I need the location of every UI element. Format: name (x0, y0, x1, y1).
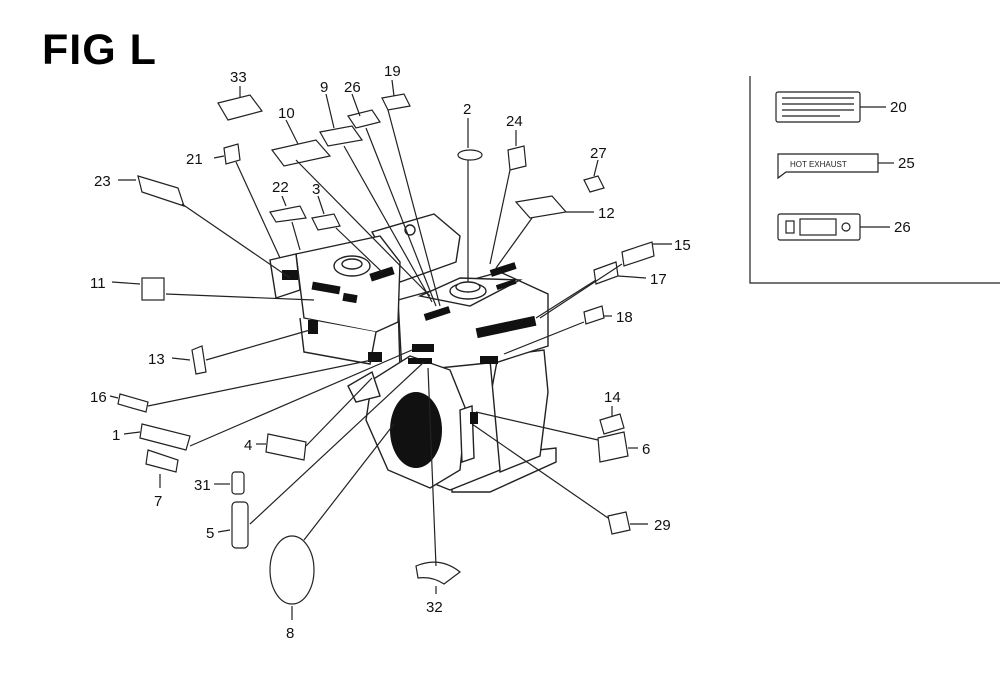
callout-26: 26 (894, 219, 911, 236)
label-15[interactable] (621, 241, 655, 267)
label-26-switch-plate[interactable] (777, 213, 890, 241)
callout-23: 23 (94, 173, 111, 190)
callout-29: 29 (654, 517, 671, 534)
label-29[interactable] (607, 511, 631, 535)
callout-31: 31 (194, 477, 211, 494)
callout-32: 32 (426, 599, 443, 616)
callout-25: 25 (898, 155, 915, 172)
callout-3: 3 (312, 181, 320, 198)
label-13[interactable] (191, 345, 207, 375)
callout-28: 27 (590, 145, 607, 162)
label-24[interactable] (507, 145, 527, 171)
callout-14: 14 (604, 389, 621, 406)
label-10[interactable] (270, 139, 332, 167)
callout-13: 13 (148, 351, 165, 368)
label-23[interactable] (137, 175, 185, 207)
label-7[interactable] (145, 449, 179, 473)
callout-15: 15 (674, 237, 691, 254)
callout-12: 12 (598, 205, 615, 222)
label-25-hot-exhaust[interactable]: HOT EXHAUST (777, 153, 894, 180)
label-5[interactable] (231, 501, 249, 549)
callout-8: 8 (286, 625, 294, 642)
callout-5: 5 (206, 525, 214, 542)
label-27[interactable] (347, 109, 381, 129)
label-19[interactable] (381, 93, 411, 111)
label-14[interactable] (599, 413, 625, 435)
callout-1: 1 (112, 427, 120, 444)
engine-decal-marks (282, 262, 537, 424)
label-18[interactable] (583, 305, 605, 325)
callout-19: 19 (384, 63, 401, 80)
label-20-warning-plate[interactable] (775, 91, 886, 123)
callout-16: 16 (90, 389, 107, 406)
callout-6: 6 (642, 441, 650, 458)
leader-lines (109, 79, 672, 620)
label-9[interactable] (319, 125, 364, 147)
label-12[interactable] (514, 195, 568, 219)
callout-22: 22 (272, 179, 289, 196)
callout-2: 2 (463, 101, 471, 118)
label-1[interactable] (139, 423, 191, 451)
callout-4: 4 (244, 437, 252, 454)
label-32[interactable] (415, 561, 461, 585)
label-8[interactable] (269, 535, 315, 605)
label-22[interactable] (269, 205, 307, 223)
callout-10: 10 (278, 105, 295, 122)
callout-9: 9 (320, 79, 328, 96)
callout-21: 21 (186, 151, 203, 168)
callout-20: 20 (890, 99, 907, 116)
label-2[interactable] (457, 149, 483, 161)
label-28[interactable] (583, 175, 605, 193)
callout-11: 11 (90, 275, 106, 292)
figure-title: FIG L (42, 26, 157, 74)
callout-17: 17 (650, 271, 667, 288)
label-21[interactable] (223, 143, 241, 165)
label-33[interactable] (217, 94, 264, 121)
engine-illustration (269, 213, 557, 493)
callout-27: 26 (344, 79, 361, 96)
callout-numbers: 33 10 9 26 19 2 24 27 12 21 23 22 3 15 1… (90, 63, 915, 642)
label-16[interactable] (117, 393, 149, 413)
callout-24: 24 (506, 113, 523, 130)
label-3[interactable] (311, 213, 341, 231)
loose-labels (117, 93, 655, 605)
label-25-text: HOT EXHAUST (790, 160, 847, 169)
callout-7: 7 (154, 493, 162, 510)
label-11[interactable] (141, 277, 165, 301)
label-6[interactable] (597, 431, 629, 463)
inset-panel: HOT EXHAUST (749, 76, 1000, 284)
label-31[interactable] (231, 471, 245, 495)
callout-33: 33 (230, 69, 247, 86)
label-4[interactable] (265, 433, 307, 461)
callout-18: 18 (616, 309, 633, 326)
